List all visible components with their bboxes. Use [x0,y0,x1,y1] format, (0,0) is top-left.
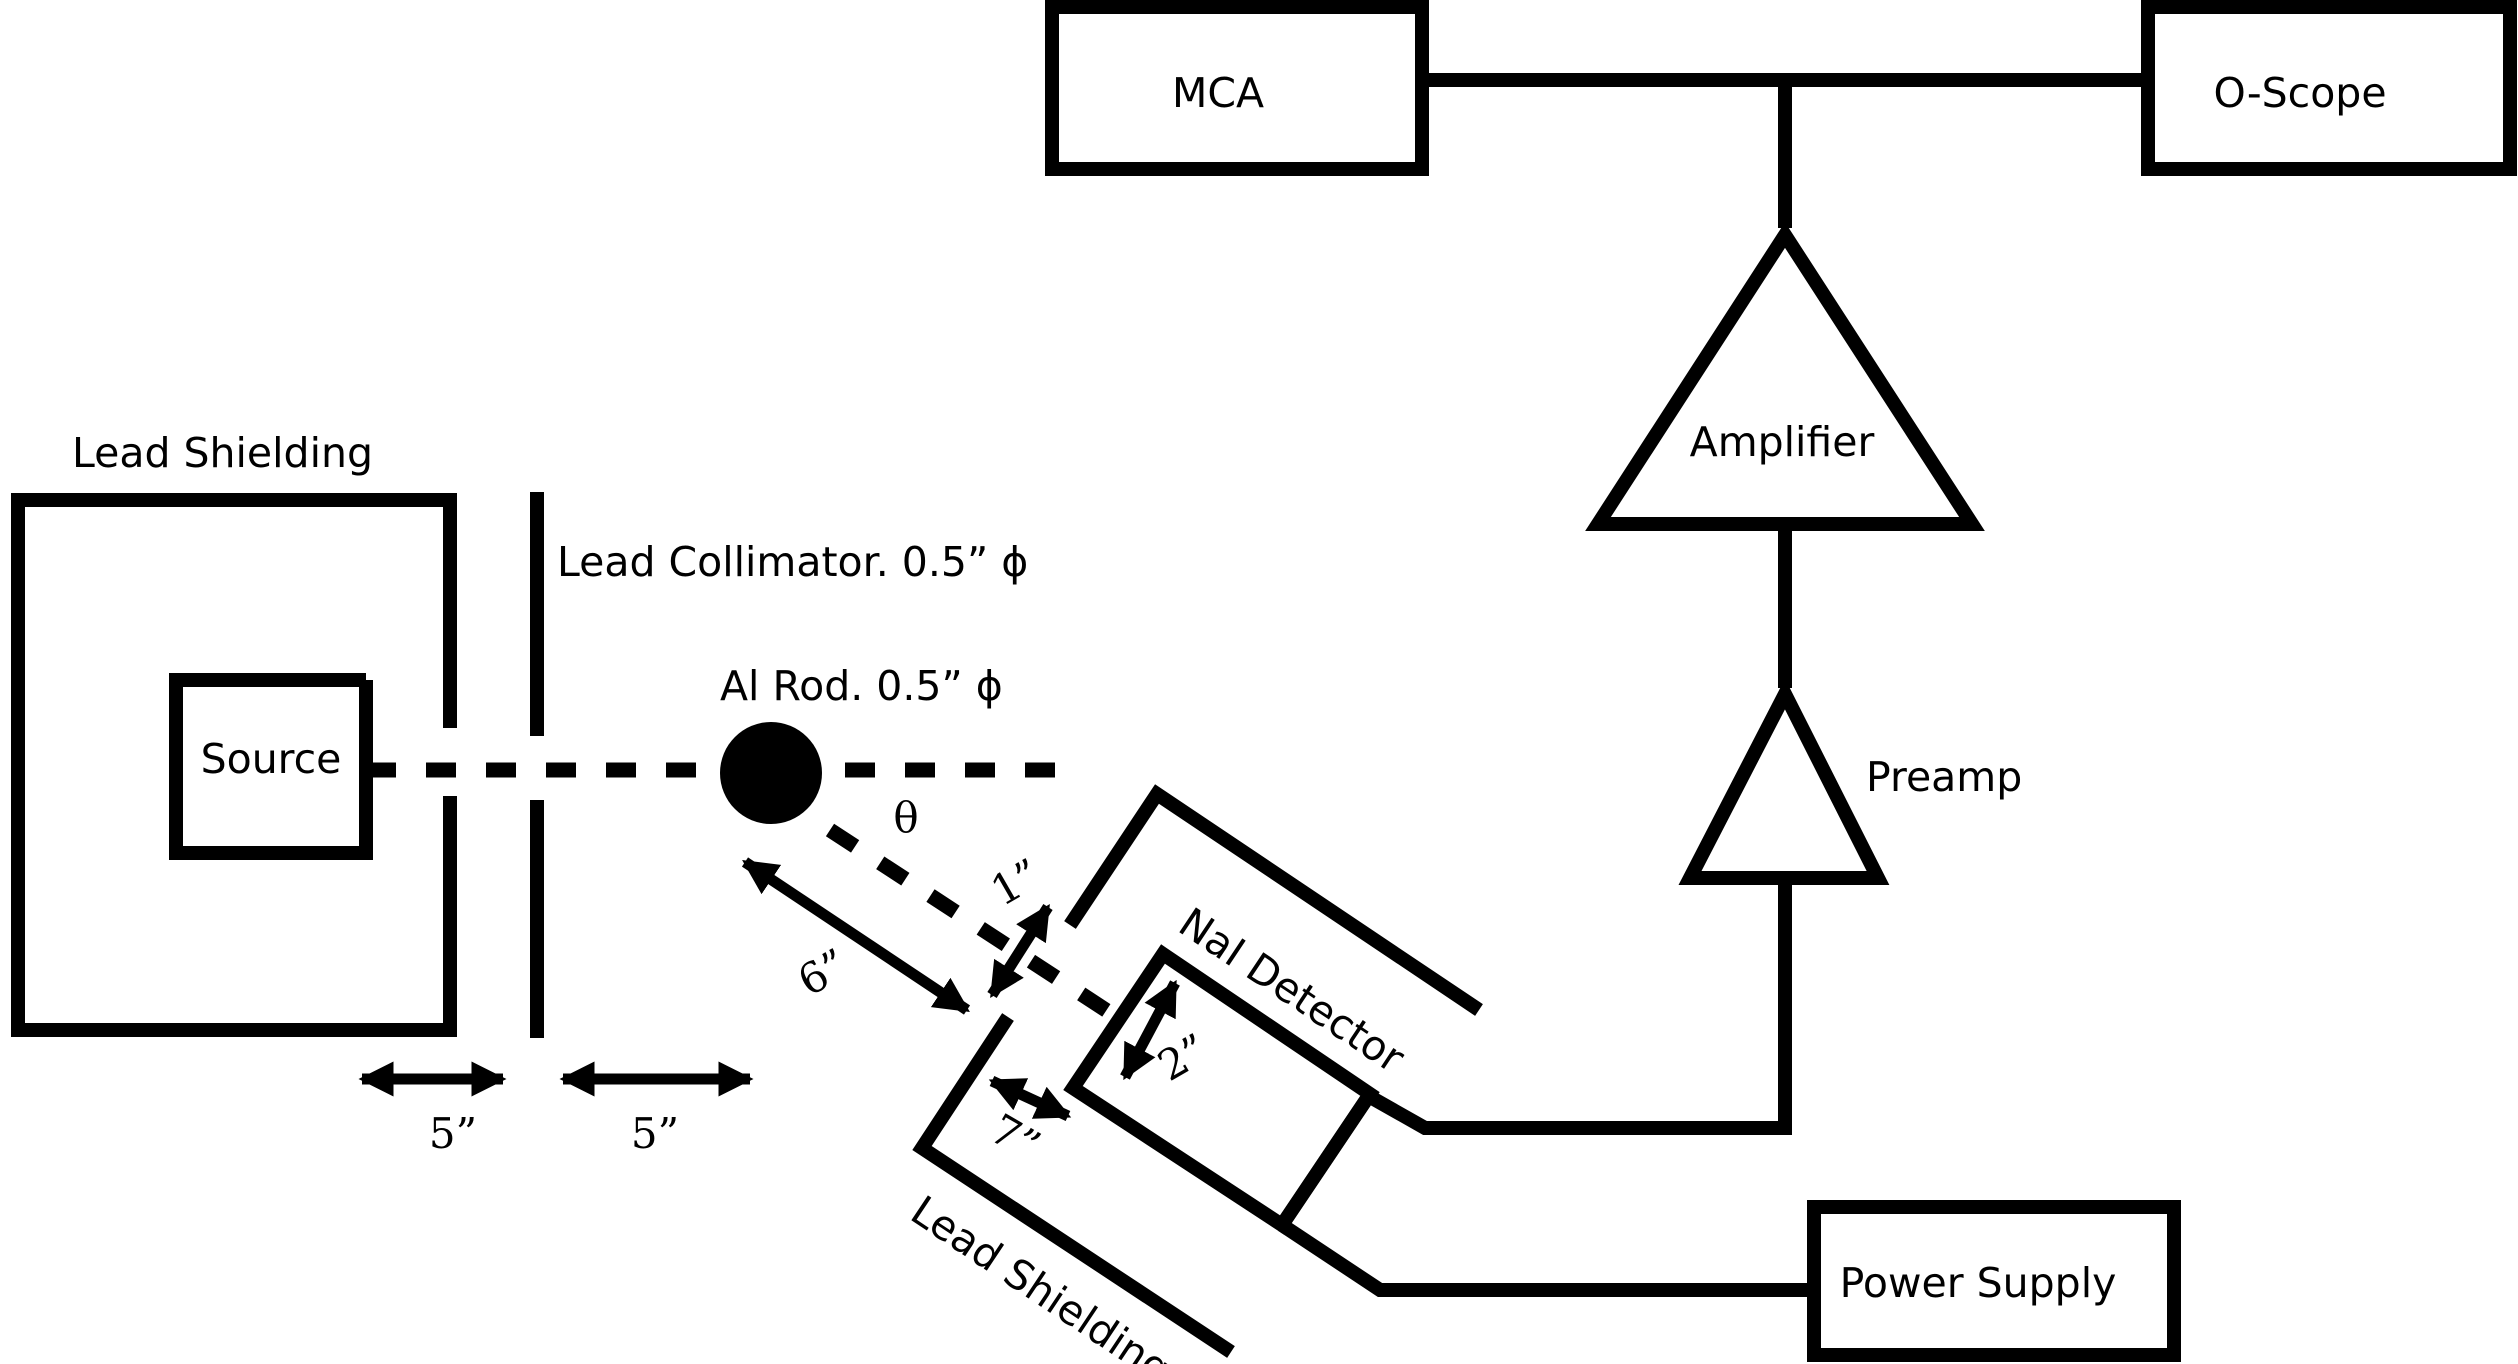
dimension-arrow-1in [987,904,1053,998]
dimension-1in-label: 1” [983,849,1049,916]
theta-label: θ [893,793,918,842]
nai-detector-divider [1276,1090,1376,1229]
lead-shielding-top-label: Lead Shielding [72,429,373,477]
mca-box [1045,0,1429,176]
preamp-label: Preamp [1866,753,2022,801]
al-rod-label: Al Rod. 0.5” ϕ [720,662,1003,710]
lead-shielding-bottom-label: Lead Shielding [902,1186,1179,1364]
power-supply-wire [1278,1219,1814,1297]
preamp-triangle [1678,678,1890,885]
source-label: Source [201,735,342,783]
dimension-arrow-7in [988,1076,1072,1121]
power-supply-label: Power Supply [1840,1259,2117,1307]
detector-shield-lower [912,1013,1235,1358]
detector-shield-upper [1064,784,1483,1016]
al-rod [720,722,822,824]
oscope-box [2141,0,2517,176]
power-supply-box [1807,1200,2181,1362]
source-box [169,673,373,860]
mca-label: MCA [1172,69,1264,117]
lead-shielding-top [11,493,457,1037]
dimension-5in-right-label: 5” [631,1109,679,1158]
amplifier-label: Amplifier [1690,418,1875,466]
dimension-arrow-2in [1120,979,1180,1081]
dimension-6in-label: 6” [790,939,856,1006]
preamp-detector-wire [1361,878,1792,1135]
amplifier-triangle [1585,222,1985,531]
dimension-2in-label: 2” [1150,1024,1216,1091]
dimension-arrow-6in [741,857,971,1015]
dimension-7in-label: 7” [982,1104,1048,1171]
lead-collimator-label: Lead Collimator. 0.5” ϕ [557,538,1028,586]
dimension-5in-left-label: 5” [429,1109,477,1158]
oscope-label: O-Scope [2213,69,2386,117]
